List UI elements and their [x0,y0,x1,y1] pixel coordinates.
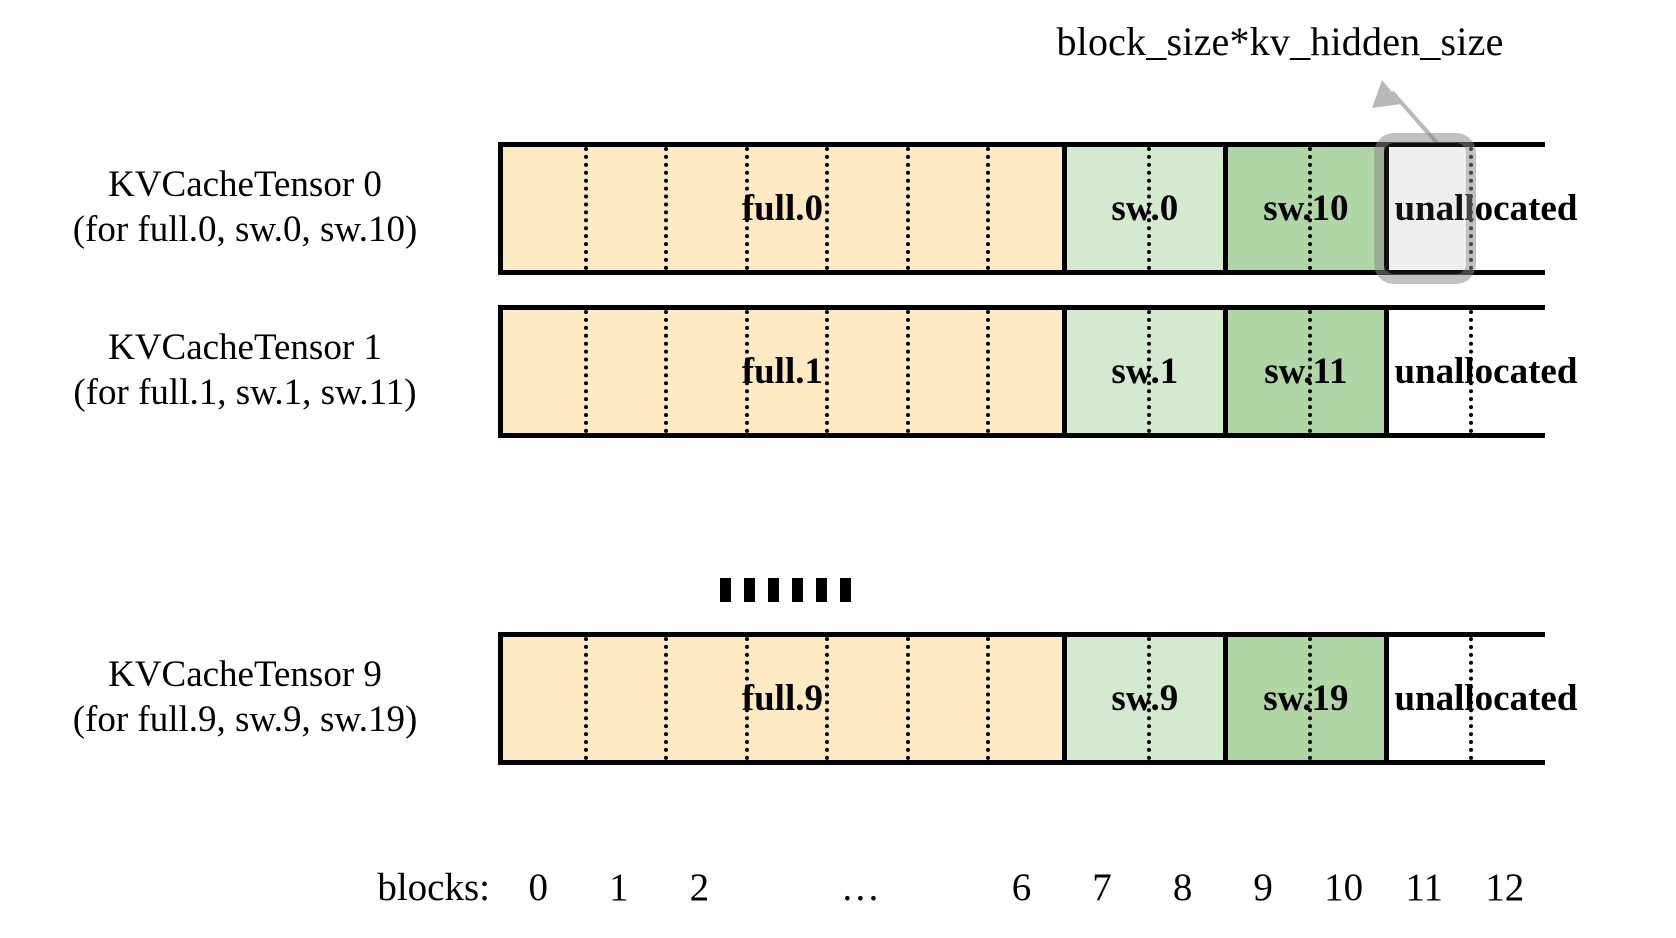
segment-label: full.0 [741,187,823,229]
block-divider [744,637,749,760]
block-divider [905,310,910,433]
row-label-subtitle: (for full.9, sw.9, sw.19) [72,699,418,741]
segment-label: full.9 [741,677,823,719]
block-divider [986,637,991,760]
segment-unalloc-row-1[interactable]: unallocated [1388,310,1577,433]
segment-label: sw.11 [1264,350,1348,392]
ellipsis-dot [816,578,827,602]
segment-full-row-0[interactable]: full.0 [503,147,1067,270]
block-divider [1469,310,1474,433]
axis-tick-6: 6 [1011,866,1032,909]
segment-label: sw.9 [1111,677,1179,719]
annotation-label-block-size: block_size*kv_hidden_size [1056,19,1504,64]
ellipsis-dot [720,578,731,602]
block-divider [1308,637,1313,760]
annotation-arrow-icon [1330,70,1460,150]
block-divider [664,637,669,760]
tensor-bar-row-0: full.0 sw.0 sw.10 unallocated [498,142,1577,275]
row-label-title: KVCacheTensor 0 [108,164,382,205]
row-label-row-1: KVCacheTensor 1(for full.1, sw.1, sw.11) [10,325,480,415]
block-divider [825,310,830,433]
block-divider [905,147,910,270]
tensor-bar-row-1: full.1 sw.1 sw.11 unallocated [498,305,1577,438]
axis-tick-8: 8 [1172,866,1193,909]
segment-full-row-9[interactable]: full.9 [503,637,1067,760]
segment-label: sw.1 [1111,350,1179,392]
segment-label: full.1 [741,350,823,392]
row-label-row-0: KVCacheTensor 0(for full.0, sw.0, sw.10) [10,162,480,252]
segment-full-row-1[interactable]: full.1 [503,310,1067,433]
axis-tick-2: 2 [689,866,710,909]
axis-tick-…: … [840,866,880,909]
row-label-title: KVCacheTensor 1 [108,327,382,368]
block-divider [825,637,830,760]
block-divider [1147,637,1152,760]
block-divider [583,637,588,760]
axis-tick-11: 11 [1405,866,1443,909]
ellipsis-dot [792,578,803,602]
segment-sw1-row-0[interactable]: sw.10 [1227,147,1389,270]
block-divider [664,147,669,270]
ellipsis-dot [840,578,851,602]
block-divider [986,310,991,433]
block-divider [825,147,830,270]
axis-tick-7: 7 [1092,866,1112,909]
row-label-row-9: KVCacheTensor 9(for full.9, sw.9, sw.19) [10,652,480,742]
block-divider [664,310,669,433]
block-divider [1308,310,1313,433]
segment-sw1-row-1[interactable]: sw.11 [1227,310,1389,433]
ellipsis-dot [744,578,755,602]
block-divider [1147,147,1152,270]
segment-sw-row-0[interactable]: sw.0 [1066,147,1228,270]
row-label-title: KVCacheTensor 9 [108,654,382,695]
row-label-subtitle: (for full.0, sw.0, sw.10) [72,209,418,251]
segment-label: sw.0 [1111,187,1179,229]
segment-sw1-row-9[interactable]: sw.19 [1227,637,1389,760]
axis-tick-12: 12 [1485,866,1525,909]
segment-unalloc-row-9[interactable]: unallocated [1388,637,1577,760]
block-divider [905,637,910,760]
ellipsis-dot [768,578,779,602]
row-label-subtitle: (for full.1, sw.1, sw.11) [73,372,417,414]
axis-tick-9: 9 [1253,866,1273,909]
segment-sw-row-1[interactable]: sw.1 [1066,310,1228,433]
segment-sw-row-9[interactable]: sw.9 [1066,637,1228,760]
axis-tick-1: 1 [609,866,629,909]
block-divider [1308,147,1313,270]
axis-tick-0: 0 [528,866,549,909]
block-divider [583,310,588,433]
blocks-axis-title: blocks: [377,866,490,909]
block-divider [744,310,749,433]
tensor-bar-row-9: full.9 sw.9 sw.19 unallocated [498,632,1577,765]
block-divider [986,147,991,270]
block-divider [1469,147,1474,270]
vertical-ellipsis [720,578,851,602]
segment-unalloc-row-0[interactable]: unallocated [1388,147,1577,270]
block-divider [744,147,749,270]
block-divider [1469,637,1474,760]
block-divider [583,147,588,270]
segment-label: sw.19 [1263,677,1349,719]
block-divider [1147,310,1152,433]
axis-tick-10: 10 [1324,866,1364,909]
segment-label: sw.10 [1263,187,1349,229]
